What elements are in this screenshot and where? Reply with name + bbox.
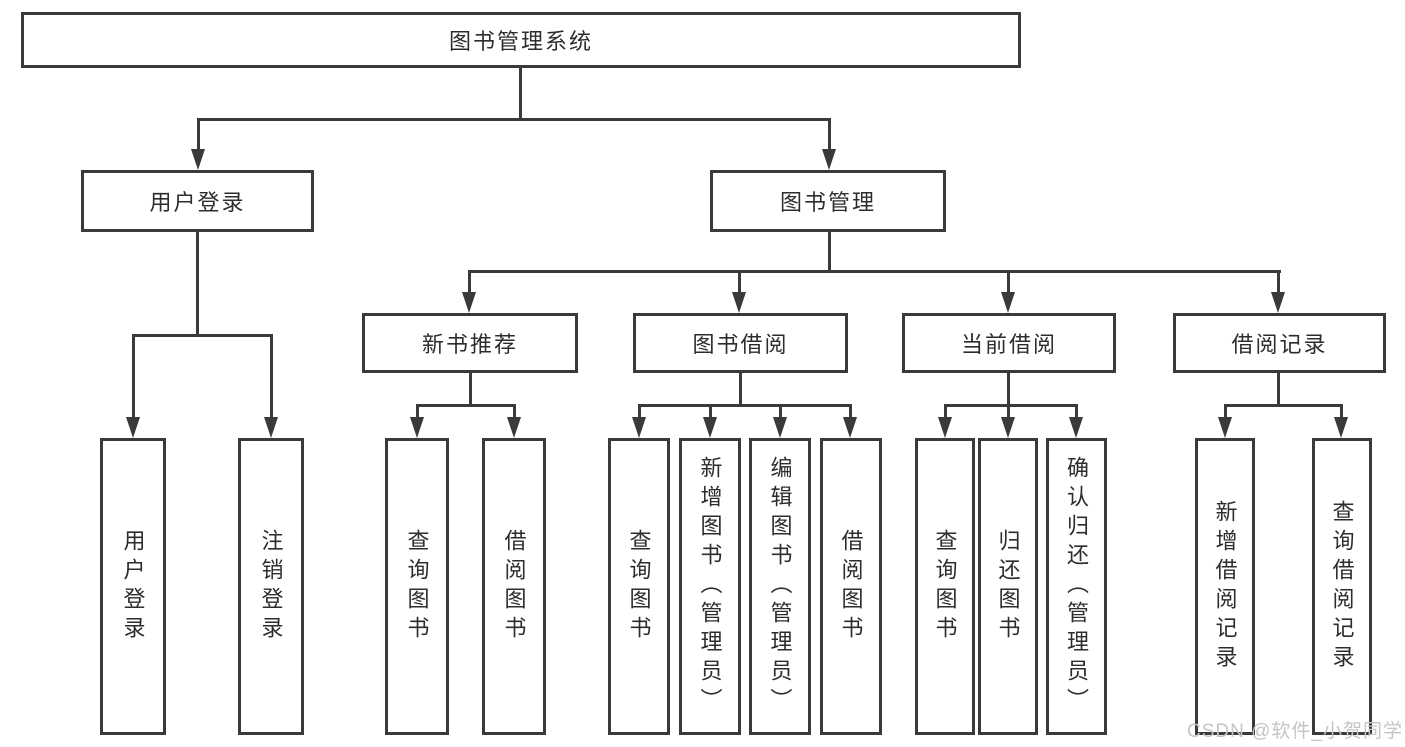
leaf-borrowing-add-books-admin: 新增图书（管理员）: [679, 438, 741, 735]
node-label: 当前借阅: [960, 332, 1057, 357]
leaf-borrowing-edit-books-admin: 编辑图书（管理员）: [749, 438, 811, 735]
arrowhead-down: [938, 417, 952, 438]
arrowhead-down: [1271, 292, 1285, 313]
connector-line: [519, 68, 522, 120]
connector-line: [469, 373, 472, 406]
leaf-records-add-borrow-record: 新增借阅记录: [1195, 438, 1255, 735]
node-label: 新增借阅记录: [1212, 499, 1238, 674]
connector-line: [638, 404, 852, 407]
arrowhead-down: [703, 417, 717, 438]
node-label: 查询图书: [404, 528, 430, 645]
node-label: 归还图书: [995, 528, 1021, 645]
node-borrowing-records: 借阅记录: [1173, 313, 1386, 373]
leaf-logout: 注销登录: [238, 438, 304, 735]
arrowhead-down: [1218, 417, 1232, 438]
node-book-management: 图书管理: [710, 170, 946, 232]
connector-line: [1277, 373, 1280, 406]
connector-line: [1007, 404, 1010, 420]
node-book-borrowing: 图书借阅: [633, 313, 848, 373]
arrowhead-down: [264, 417, 278, 438]
connector-line: [468, 270, 1281, 273]
connector-line: [132, 334, 135, 420]
connector-line: [944, 404, 1078, 407]
connector-line: [416, 404, 419, 420]
arrowhead-down: [1001, 292, 1015, 313]
arrowhead-down: [1001, 417, 1015, 438]
node-new-book-recommend: 新书推荐: [362, 313, 578, 373]
node-label: 确认归还（管理员）: [1064, 456, 1090, 717]
node-library-management-system: 图书管理系统: [21, 12, 1021, 68]
node-label: 查询借阅记录: [1329, 499, 1355, 674]
connector-line: [1007, 270, 1010, 295]
connector-line: [828, 118, 831, 151]
arrowhead-down: [822, 149, 836, 170]
node-label: 图书借阅: [692, 332, 789, 357]
leaf-recommend-query-books: 查询图书: [385, 438, 449, 735]
connector-line: [197, 118, 831, 121]
arrowhead-down: [410, 417, 424, 438]
leaf-records-query-borrow-record: 查询借阅记录: [1312, 438, 1372, 735]
connector-line: [1277, 270, 1280, 295]
connector-line: [739, 373, 742, 406]
node-label: 注销登录: [258, 528, 284, 645]
arrowhead-down: [1334, 417, 1348, 438]
leaf-borrowing-query-books: 查询图书: [608, 438, 670, 735]
leaf-user-login: 用户登录: [100, 438, 166, 735]
leaf-current-return-books: 归还图书: [978, 438, 1038, 735]
leaf-borrowing-borrow-books: 借阅图书: [820, 438, 882, 735]
connector-line: [513, 404, 516, 420]
connector-line: [638, 404, 641, 420]
arrowhead-down: [632, 417, 646, 438]
connector-line: [1340, 404, 1343, 420]
node-label: 新增图书（管理员）: [697, 456, 723, 717]
connector-line: [709, 404, 712, 420]
connector-line: [944, 404, 947, 420]
arrowhead-down: [1069, 417, 1083, 438]
node-label: 借阅记录: [1231, 332, 1328, 357]
leaf-current-query-books: 查询图书: [915, 438, 975, 735]
node-user-login: 用户登录: [81, 170, 314, 232]
connector-line: [849, 404, 852, 420]
node-label: 查询图书: [932, 528, 958, 645]
connector-line: [779, 404, 782, 420]
connector-line: [197, 118, 200, 151]
node-label: 用户登录: [149, 190, 246, 215]
connector-line: [132, 334, 273, 337]
connector-line: [196, 232, 199, 336]
node-label: 借阅图书: [501, 528, 527, 645]
arrowhead-down: [126, 417, 140, 438]
node-label: 新书推荐: [421, 332, 518, 357]
arrowhead-down: [732, 292, 746, 313]
node-label: 用户登录: [120, 528, 146, 645]
connector-line: [738, 270, 741, 295]
arrowhead-down: [191, 149, 205, 170]
connector-line: [828, 232, 831, 272]
connector-line: [1224, 404, 1227, 420]
arrowhead-down: [507, 417, 521, 438]
arrowhead-down: [773, 417, 787, 438]
connector-line: [270, 334, 273, 420]
leaf-current-confirm-return-admin: 确认归还（管理员）: [1046, 438, 1107, 735]
connector-line: [416, 404, 516, 407]
connector-line: [1075, 404, 1078, 420]
connector-line: [468, 270, 471, 295]
connector-line: [1007, 373, 1010, 406]
node-label: 图书管理系统: [448, 29, 593, 54]
connector-line: [1224, 404, 1343, 407]
node-label: 借阅图书: [838, 528, 864, 645]
arrowhead-down: [462, 292, 476, 313]
leaf-recommend-borrow-books: 借阅图书: [482, 438, 546, 735]
node-label: 图书管理: [779, 190, 876, 215]
node-current-borrowing: 当前借阅: [902, 313, 1116, 373]
node-label: 查询图书: [626, 528, 652, 645]
node-label: 编辑图书（管理员）: [767, 456, 793, 717]
csdn-watermark: CSDN @软件_小贺同学: [1187, 721, 1403, 742]
arrowhead-down: [843, 417, 857, 438]
